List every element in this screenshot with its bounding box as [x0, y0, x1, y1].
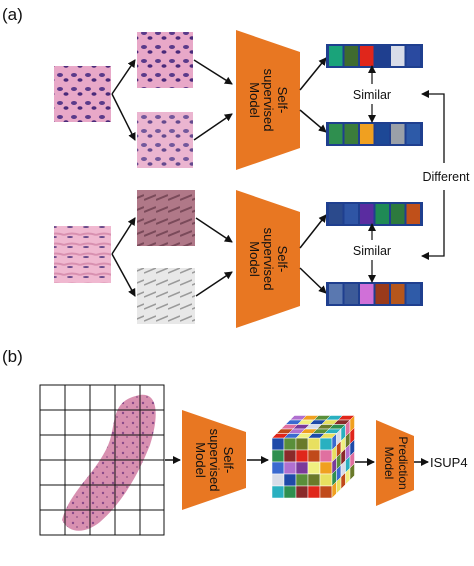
feature-cell [344, 284, 358, 304]
feature-cell [329, 284, 343, 304]
augmented-patch-image [137, 112, 193, 168]
cube-cell [271, 461, 285, 475]
model-label-line: supervised [261, 228, 276, 291]
cube-cell [319, 485, 333, 499]
flow-arrow [111, 59, 136, 95]
cube-cell [271, 437, 285, 451]
cube-cell [319, 461, 333, 475]
feature-cell [375, 46, 389, 66]
panel-b-label: (b) [2, 347, 23, 366]
cube-cell [307, 485, 321, 499]
flow-arrow [299, 57, 327, 91]
prediction-model-block [376, 420, 414, 506]
cube-cell [283, 461, 297, 475]
cube-cell [295, 437, 309, 451]
feature-cube [271, 414, 356, 499]
flow-arrow [299, 267, 327, 294]
feature-cell [375, 284, 389, 304]
cube-cell [283, 485, 297, 499]
output-label: ISUP4 [430, 455, 468, 470]
similar-label: Similar [353, 88, 391, 102]
tissue-patch-image [54, 66, 111, 122]
feature-cell [360, 46, 374, 66]
cube-cell [283, 437, 297, 451]
similar-label: Similar [353, 244, 391, 258]
cube-cell [295, 473, 309, 487]
augmented-patch-image [137, 268, 195, 324]
self-supervised-model-block [236, 190, 300, 328]
model-label-line: Model [247, 82, 262, 118]
cube-cell [295, 485, 309, 499]
difference-connector [421, 90, 445, 163]
cube-cell [307, 449, 321, 463]
panel-a-label: (a) [2, 5, 23, 24]
feature-cell [391, 284, 405, 304]
cube-cell [307, 473, 321, 487]
cube-cell [319, 473, 333, 487]
feature-cell [360, 284, 374, 304]
model-label-line: Self- [275, 87, 290, 114]
feature-cell [391, 124, 405, 144]
cube-cell [295, 449, 309, 463]
feature-cell [329, 124, 343, 144]
feature-cell [375, 204, 389, 224]
cube-cell [271, 473, 285, 487]
flow-arrow [299, 109, 327, 133]
flow-arrow [111, 253, 136, 297]
feature-cell [360, 124, 374, 144]
prediction-label-line: Prediction [396, 436, 410, 489]
flow-arrow [193, 113, 233, 141]
feature-cell [391, 46, 405, 66]
model-label-line: supervised [261, 69, 276, 132]
feature-cell [344, 46, 358, 66]
feature-cell [406, 124, 420, 144]
model-label-line: Model [247, 241, 262, 277]
prediction-label-line: Model [382, 447, 396, 480]
feature-cell [344, 124, 358, 144]
cube-cell [283, 473, 297, 487]
feature-cell [406, 284, 420, 304]
cube-cell [307, 461, 321, 475]
cube-cell [271, 485, 285, 499]
flow-arrow [299, 214, 327, 249]
flow-arrow [193, 59, 233, 85]
patch-grid [39, 384, 165, 536]
model-label-line: Self- [275, 246, 290, 273]
flow-arrow [195, 217, 233, 243]
tissue-patch-image [54, 226, 111, 283]
flow-arrow [195, 271, 233, 297]
feature-cell [329, 204, 343, 224]
model-label-line: supervised [207, 429, 222, 492]
cube-cell [295, 461, 309, 475]
self-supervised-model-block [236, 30, 300, 170]
feature-cell [329, 46, 343, 66]
flow-arrow [111, 93, 136, 141]
cube-cell [319, 437, 333, 451]
feature-vectors [326, 44, 423, 306]
cube-cell [307, 437, 321, 451]
flow-arrow [111, 217, 136, 255]
feature-cell [375, 124, 389, 144]
feature-cell [406, 46, 420, 66]
difference-connector [421, 190, 445, 260]
cube-cell [283, 449, 297, 463]
self-supervised-model-block [182, 410, 246, 510]
model-label-line: Model [193, 442, 208, 478]
augmented-patch-image [137, 190, 195, 246]
feature-cell [344, 204, 358, 224]
cube-cell [319, 449, 333, 463]
feature-cell [360, 204, 374, 224]
feature-cell [391, 204, 405, 224]
augmented-patch-image [137, 32, 193, 88]
different-label: Different [422, 170, 470, 184]
cube-cell [349, 462, 355, 481]
model-label-line: Self- [221, 447, 236, 474]
cube-cell [271, 449, 285, 463]
whole-slide-image [62, 394, 156, 531]
feature-cell [406, 204, 420, 224]
